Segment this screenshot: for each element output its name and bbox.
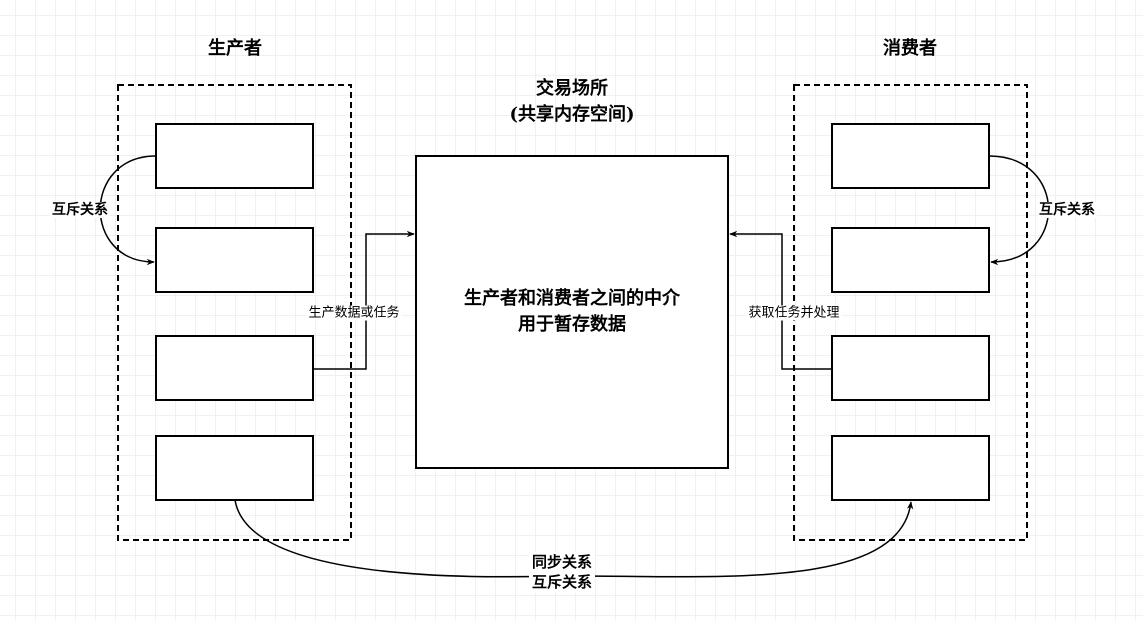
sync-label-line1: 同步关系 (531, 552, 593, 571)
consumer-box-1 (831, 123, 990, 189)
consumer-title: 消费者 (883, 38, 937, 59)
sync-label-line2: 互斥关系 (531, 573, 593, 591)
market-body: 生产者和消费者之间的中介 用于暂存数据 (464, 286, 680, 338)
market-box (415, 155, 729, 469)
consumer-box-4 (831, 435, 990, 501)
producer-mutex-label: 互斥关系 (50, 202, 110, 218)
producer-box-3 (155, 335, 314, 401)
producer-box-1 (155, 123, 314, 189)
market-subtitle: (共享内存空间) (509, 104, 635, 125)
consumer-box-3 (831, 335, 990, 401)
consumer-mutex-label: 互斥关系 (1037, 202, 1097, 218)
consumer-group (793, 84, 1028, 541)
consume-label: 获取任务并处理 (746, 305, 842, 321)
market-title: 交易场所 (536, 78, 608, 99)
producer-box-2 (155, 227, 314, 293)
consumer-box-2 (831, 227, 990, 293)
market-body-line2: 用于暂存数据 (518, 314, 626, 335)
sync-label: 同步关系 互斥关系 (528, 551, 596, 593)
producer-title: 生产者 (208, 38, 262, 59)
produce-label: 生产数据或任务 (306, 305, 402, 321)
produce-edge (313, 230, 415, 370)
consume-edge (729, 230, 832, 370)
market-body-line1: 生产者和消费者之间的中介 (464, 287, 680, 309)
producer-box-4 (155, 435, 314, 501)
